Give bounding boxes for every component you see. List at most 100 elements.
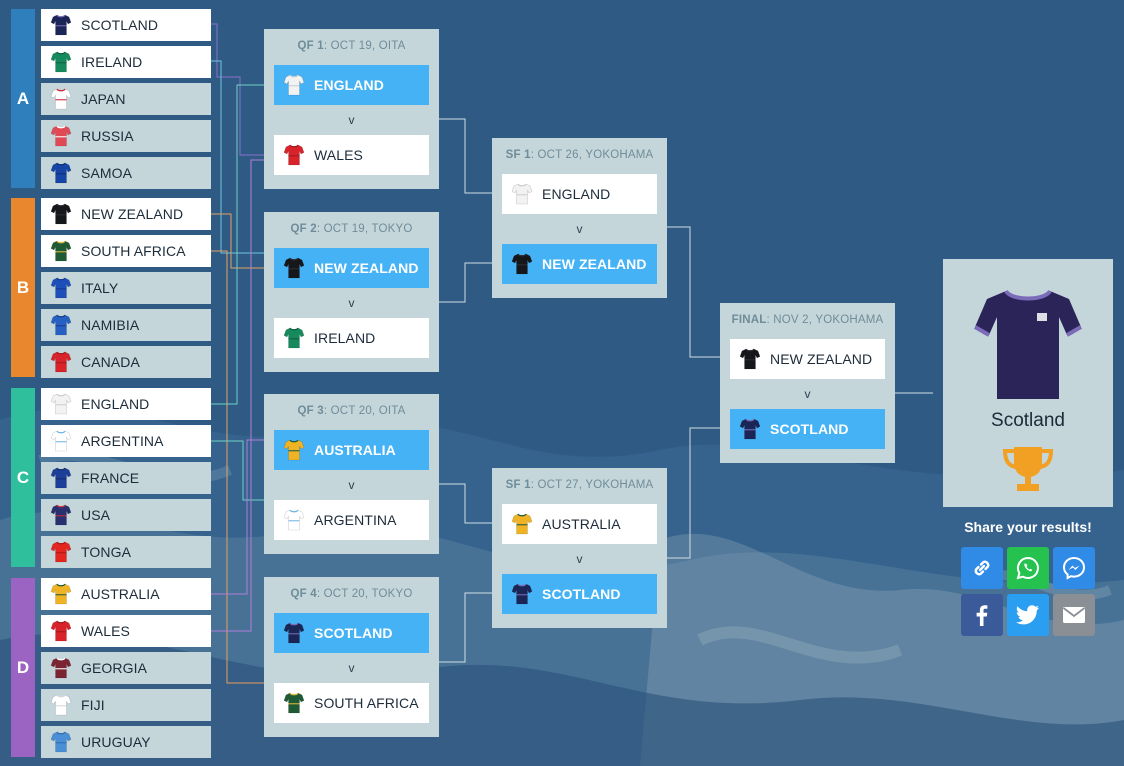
champion-jersey-icon <box>974 289 1082 399</box>
group-team-row[interactable]: FIJI <box>41 689 211 721</box>
match-team-bottom[interactable]: ARGENTINA <box>274 500 429 540</box>
team-name: SOUTH AFRICA <box>81 243 186 259</box>
group-team-row[interactable]: USA <box>41 499 211 531</box>
match-team-bottom[interactable]: SCOTLAND <box>502 574 657 614</box>
team-name: USA <box>81 507 111 523</box>
group-team-row[interactable]: GEORGIA <box>41 652 211 684</box>
vs-label: v <box>576 552 583 566</box>
group-team-row[interactable]: AUSTRALIA <box>41 578 211 610</box>
match-team-bottom[interactable]: SCOTLAND <box>730 409 885 449</box>
team-name: JAPAN <box>81 91 126 107</box>
match-team-top[interactable]: AUSTRALIA <box>274 430 429 470</box>
link-icon <box>974 560 990 576</box>
group-team-row[interactable]: IRELAND <box>41 46 211 78</box>
final-match: FINAL: NOV 2, YOKOHAMA NEW ZEALAND v SCO… <box>720 303 895 463</box>
whatsapp-icon <box>1016 556 1039 580</box>
messenger-icon <box>1062 556 1086 580</box>
share-title: Share your results! <box>964 519 1092 535</box>
new-zealand-jersey-icon <box>502 244 542 284</box>
email-icon <box>1062 607 1086 623</box>
team-name: SCOTLAND <box>81 17 159 33</box>
match-team-bottom[interactable]: SOUTH AFRICA <box>274 683 429 723</box>
quarterfinal-4: QF 4: OCT 20, TOKYO SCOTLAND v SOUTH AFR… <box>264 577 439 737</box>
team-name: RUSSIA <box>81 128 134 144</box>
team-name: GEORGIA <box>81 660 148 676</box>
group-team-row[interactable]: SAMOA <box>41 157 211 189</box>
match-team-bottom[interactable]: WALES <box>274 135 429 175</box>
new-zealand-jersey-icon <box>41 198 81 230</box>
group-team-row[interactable]: RUSSIA <box>41 120 211 152</box>
twitter-icon <box>1016 605 1039 625</box>
quarterfinal-3: QF 3: OCT 20, OITA AUSTRALIA v ARGENTINA <box>264 394 439 554</box>
new-zealand-jersey-icon <box>274 248 314 288</box>
team-name: FIJI <box>81 697 105 713</box>
group-d-bar: D <box>11 578 35 757</box>
match-team-bottom[interactable]: IRELAND <box>274 318 429 358</box>
match-label: QF 2: OCT 19, TOKYO <box>290 223 413 235</box>
match-team-top[interactable]: NEW ZEALAND <box>274 248 429 288</box>
group-team-row[interactable]: URUGUAY <box>41 726 211 758</box>
email-share-button[interactable] <box>1053 594 1095 636</box>
team-name: NAMIBIA <box>81 317 140 333</box>
whatsapp-share-button[interactable] <box>1007 547 1049 589</box>
semifinal-2: SF 1: OCT 27, YOKOHAMA AUSTRALIA v SCOTL… <box>492 468 667 628</box>
group-team-row[interactable]: JAPAN <box>41 83 211 115</box>
russia-jersey-icon <box>41 120 81 152</box>
trophy-icon <box>1002 447 1054 491</box>
team-name: URUGUAY <box>81 734 151 750</box>
group-team-row[interactable]: TONGA <box>41 536 211 568</box>
wales-jersey-icon <box>274 135 314 175</box>
uruguay-jersey-icon <box>41 726 81 758</box>
match-team-bottom[interactable]: NEW ZEALAND <box>502 244 657 284</box>
england-jersey-icon <box>274 65 314 105</box>
link-share-button[interactable] <box>961 547 1003 589</box>
quarterfinal-1: QF 1: OCT 19, OITA ENGLAND v WALES <box>264 29 439 189</box>
team-name: FRANCE <box>81 470 140 486</box>
england-jersey-icon <box>41 388 81 420</box>
france-jersey-icon <box>41 462 81 494</box>
champion-card: Scotland <box>943 259 1113 507</box>
team-name: NEW ZEALAND <box>81 206 184 222</box>
match-team-top[interactable]: AUSTRALIA <box>502 504 657 544</box>
australia-jersey-icon <box>274 430 314 470</box>
group-a-bar: A <box>11 9 35 188</box>
twitter-share-button[interactable] <box>1007 594 1049 636</box>
facebook-share-button[interactable] <box>961 594 1003 636</box>
group-team-row[interactable]: ARGENTINA <box>41 425 211 457</box>
group-team-row[interactable]: NAMIBIA <box>41 309 211 341</box>
new-zealand-jersey-icon <box>730 339 770 379</box>
group-team-row[interactable]: NEW ZEALAND <box>41 198 211 230</box>
tonga-jersey-icon <box>41 536 81 568</box>
match-team-top[interactable]: ENGLAND <box>274 65 429 105</box>
scotland-jersey-icon <box>41 9 81 41</box>
italy-jersey-icon <box>41 272 81 304</box>
group-team-row[interactable]: ITALY <box>41 272 211 304</box>
group-team-row[interactable]: ENGLAND <box>41 388 211 420</box>
usa-jersey-icon <box>41 499 81 531</box>
group-team-row[interactable]: CANADA <box>41 346 211 378</box>
group-team-row[interactable]: SCOTLAND <box>41 9 211 41</box>
match-team-top[interactable]: SCOTLAND <box>274 613 429 653</box>
namibia-jersey-icon <box>41 309 81 341</box>
group-team-row[interactable]: FRANCE <box>41 462 211 494</box>
messenger-share-button[interactable] <box>1053 547 1095 589</box>
england-jersey-icon <box>502 174 542 214</box>
georgia-jersey-icon <box>41 652 81 684</box>
champion-name: Scotland <box>991 410 1065 431</box>
match-team-top[interactable]: ENGLAND <box>502 174 657 214</box>
japan-jersey-icon <box>41 83 81 115</box>
vs-label: v <box>576 222 583 236</box>
group-c-letter: C <box>16 467 30 487</box>
argentina-jersey-icon <box>41 425 81 457</box>
team-name: CANADA <box>81 354 140 370</box>
match-team-top[interactable]: NEW ZEALAND <box>730 339 885 379</box>
group-team-row[interactable]: WALES <box>41 615 211 647</box>
group-d-letter: D <box>16 657 30 677</box>
south-africa-jersey-icon <box>274 683 314 723</box>
scotland-jersey-icon <box>502 574 542 614</box>
vs-label: v <box>348 478 355 492</box>
group-team-row[interactable]: SOUTH AFRICA <box>41 235 211 267</box>
vs-label: v <box>348 296 355 310</box>
wales-jersey-icon <box>41 615 81 647</box>
group-a-letter: A <box>16 88 30 108</box>
